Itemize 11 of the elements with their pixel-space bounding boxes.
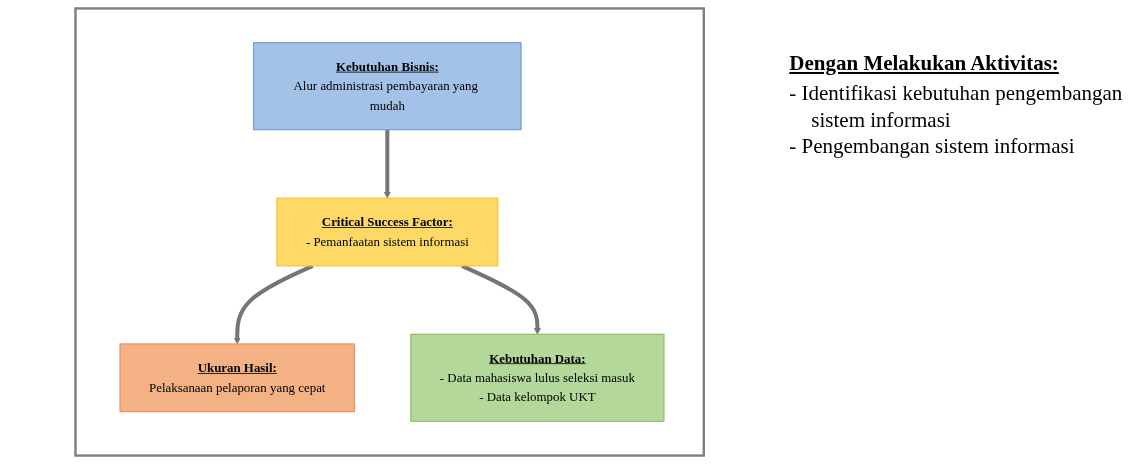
arrow bbox=[383, 129, 391, 199]
cluster bbox=[74, 7, 705, 457]
arrow bbox=[233, 264, 314, 345]
list-item: - Identifikasi kebutuhan pengembangan sistem informasi bbox=[789, 80, 1124, 133]
node-box: Kebutuhan Data: - Data mahasiswa lulus seleksi masuk - Data kelompok UKT bbox=[410, 333, 665, 422]
node-box: Ukuran Hasil: Pelaksanaan pelaporan yang cepat bbox=[119, 343, 356, 413]
list-item: - Pengembangan sistem informasi bbox=[789, 132, 1076, 159]
heading-text: Dengan Melakukan Aktivitas: bbox=[789, 50, 1060, 77]
arrow bbox=[461, 264, 541, 335]
node-box: Kebutuhan Bisnis: Alur administrasi pembayaran yang mudah bbox=[253, 42, 522, 131]
node-box: Critical Success Factor: - Pemanfaatan sistem informasi bbox=[276, 197, 499, 267]
